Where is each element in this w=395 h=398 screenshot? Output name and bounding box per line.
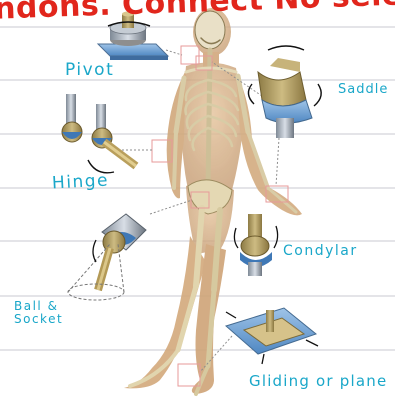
ball-socket-label-line2: Socket xyxy=(14,313,63,326)
hinge-joint-model xyxy=(62,94,136,173)
condylar-label: Condylar xyxy=(283,243,358,259)
gliding-label: Gliding or plane xyxy=(249,372,387,390)
pivot-label: Pivot xyxy=(65,60,114,80)
saddle-label: Saddle xyxy=(338,82,388,97)
condylar-joint-model xyxy=(234,214,277,276)
ball-socket-label: Ball & Socket xyxy=(14,300,63,326)
ball-socket-joint-model xyxy=(68,214,146,300)
saddle-joint-model xyxy=(248,46,321,138)
hinge-label: Hinge xyxy=(52,171,110,194)
gliding-joint-model xyxy=(226,308,318,364)
